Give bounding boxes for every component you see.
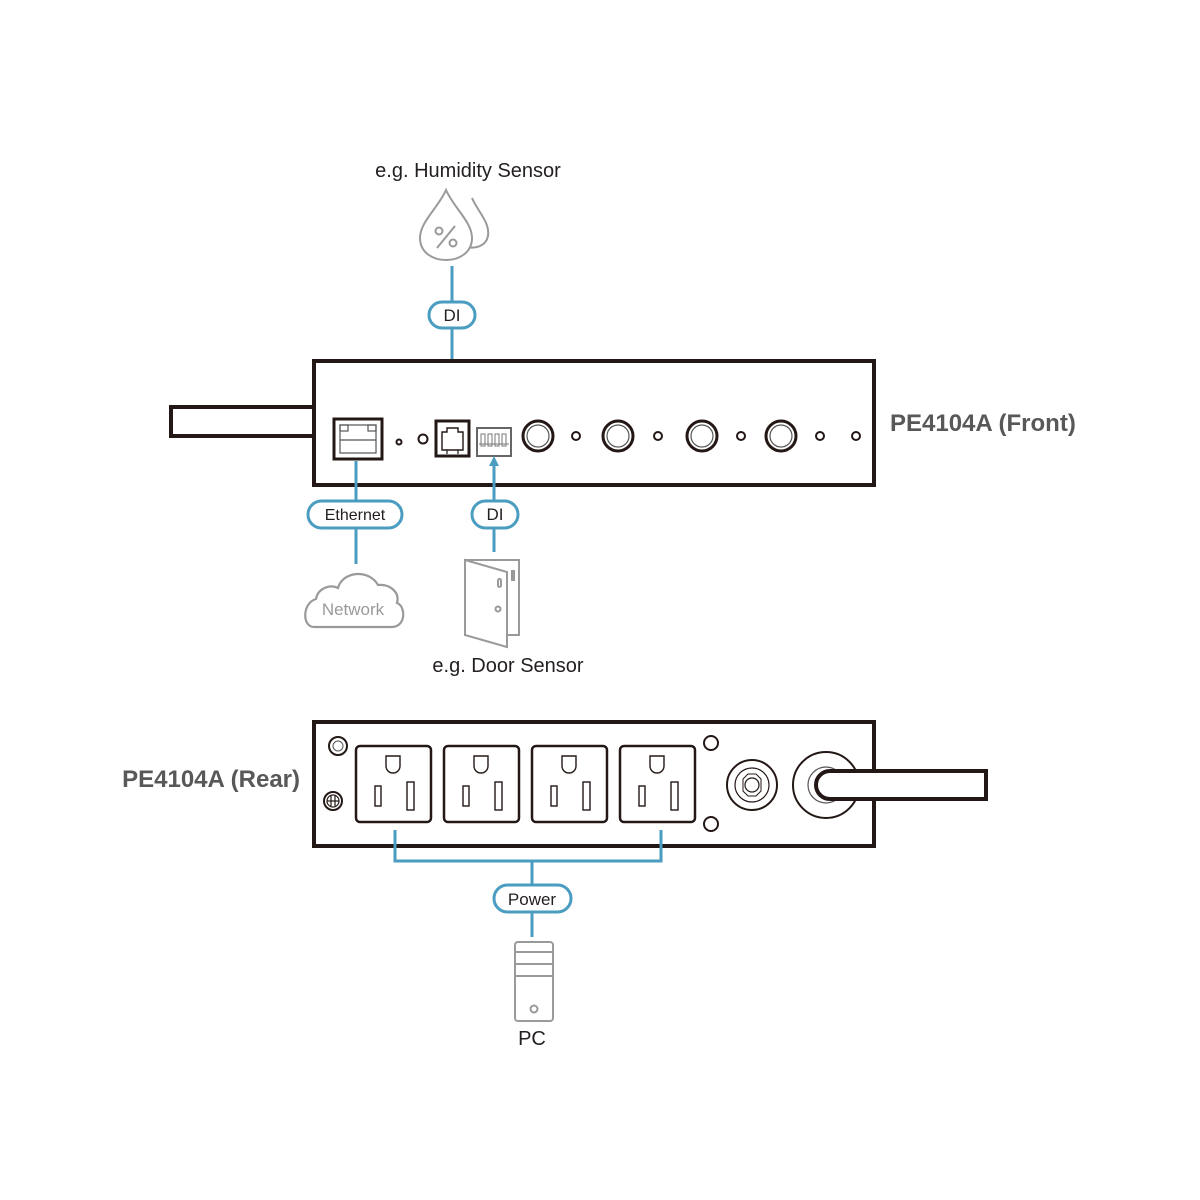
humidity-di-pill: DI [427,300,477,330]
dip-switch [476,427,512,457]
svg-text:Ethernet: Ethernet [325,507,386,524]
network-label: Network [322,600,385,619]
rear-power-cord [814,769,988,801]
reset-button [417,433,429,445]
outlet-led-4 [815,431,825,441]
ac-outlet-3 [530,744,609,824]
power-led [851,431,861,441]
rj11-di-port [434,419,471,458]
ethernet-pill: Ethernet [306,499,404,530]
outlet-button-2 [601,419,635,453]
ground-screw-icon [323,791,343,811]
svg-text:DI: DI [487,505,504,524]
outlet-led-3 [736,431,746,441]
outlet-led-2 [653,431,663,441]
door-sensor-label: e.g. Door Sensor [432,655,584,677]
ac-outlet-2 [442,744,521,824]
power-pill: Power [492,883,573,914]
mount-screw [328,736,348,756]
svg-text:DI: DI [444,306,461,325]
outlet-button-1 [521,419,555,453]
power-bracket [393,830,663,863]
humidity-sensor-label: e.g. Humidity Sensor [375,160,561,182]
ac-outlet-1 [354,744,433,824]
cloud-icon: Network [304,573,405,629]
door-di-pill: DI [470,499,520,530]
front-unit [169,359,876,487]
door-icon [464,558,520,649]
outlet-button-4 [764,419,798,453]
ethernet-port [332,417,384,461]
rear-mount-hole-bottom [703,816,719,832]
status-led [395,438,403,446]
rear-mount-hole-top [703,735,719,751]
svg-text:Power: Power [508,890,557,909]
pc-tower-icon [514,941,554,1022]
front-cable [169,405,316,438]
pc-label: PC [518,1028,546,1050]
outlet-button-3 [685,419,719,453]
circuit-breaker [726,759,778,811]
ac-outlet-4 [618,744,697,824]
rear-unit [312,720,988,848]
rear-unit-title: PE4104A (Rear) [122,766,300,793]
humidity-icon [418,187,490,262]
outlet-led-1 [571,431,581,441]
front-unit-title: PE4104A (Front) [890,410,1076,437]
